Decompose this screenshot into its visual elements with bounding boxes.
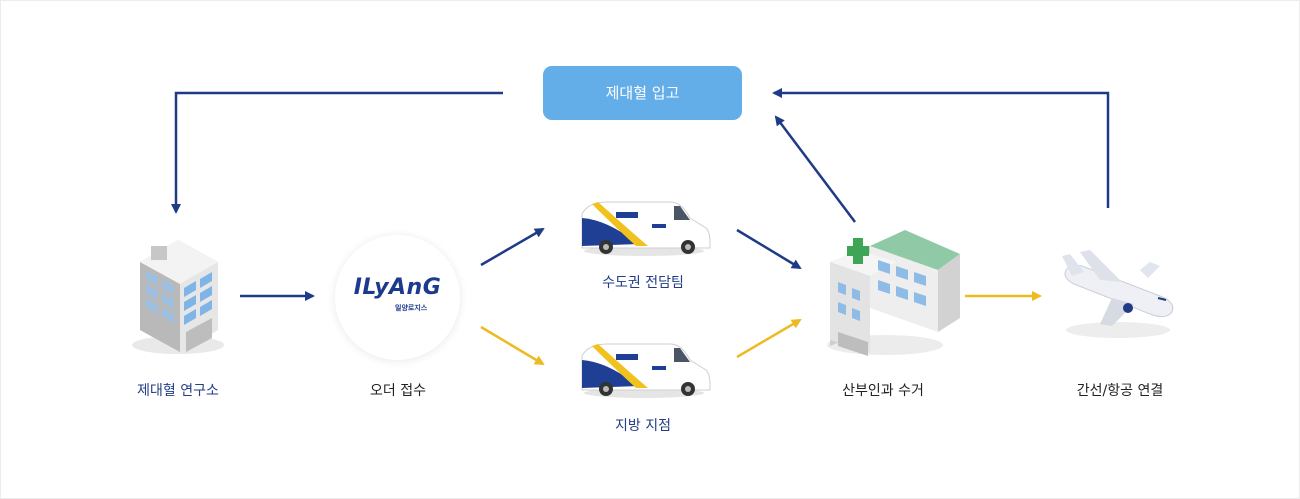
node-label-order: 오더 접수 <box>370 383 426 399</box>
arrow-top-to-research <box>171 91 503 214</box>
arrow-air-to-top <box>772 88 1110 208</box>
arrow-capital-to-hospital <box>736 228 802 270</box>
node-label-regional: 지방 지점 <box>615 418 671 434</box>
airplane-icon <box>1062 250 1174 338</box>
hospital-icon <box>827 230 960 356</box>
logo-sub: 일양로지스 <box>395 304 428 312</box>
node-label-capital: 수도권 전담팀 <box>602 275 684 291</box>
delivery-van-icon <box>581 343 711 398</box>
node-label-research: 제대혈 연구소 <box>137 383 219 399</box>
delivery-van-icon <box>581 201 711 256</box>
ilyang-logo: ILyAnG 일양로지스 <box>335 235 460 360</box>
arrow-regional-to-hospital <box>736 318 802 359</box>
arrow-order-to-regional <box>480 325 545 366</box>
node-label-air: 간선/항공 연결 <box>1076 383 1164 399</box>
arrow-order-to-capital <box>480 227 545 267</box>
top-node-button[interactable]: 제대혈 입고 <box>543 66 742 120</box>
logo-brand: ILyAnG <box>353 275 442 300</box>
building-icon <box>132 240 224 354</box>
arrow-hospital-to-top <box>774 115 856 223</box>
node-label-hospital: 산부인과 수거 <box>842 383 924 399</box>
